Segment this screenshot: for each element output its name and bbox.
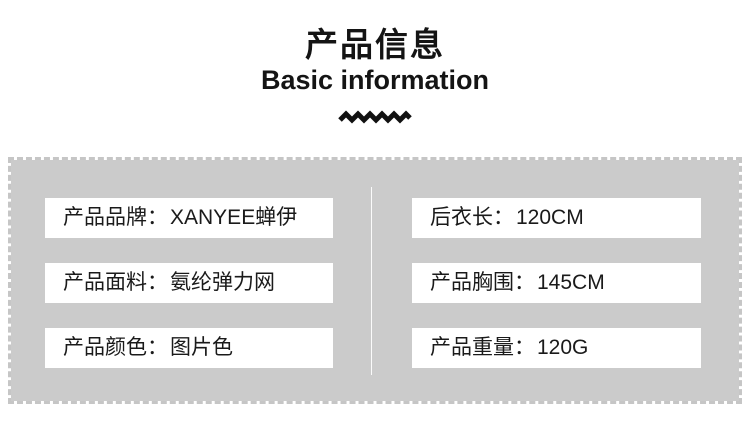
- spec-label: 产品品牌: [63, 206, 147, 229]
- spec-separator: ：: [493, 206, 514, 229]
- spec-value: 氨纶弹力网: [170, 271, 275, 294]
- spec-item-fabric: 产品面料：氨纶弹力网: [45, 263, 333, 303]
- spec-separator: ：: [147, 206, 168, 229]
- info-panel: 产品品牌：XANYEE蝉伊 产品面料：氨纶弹力网 产品颜色：图片色 后衣长：12…: [8, 157, 742, 404]
- spec-item-brand: 产品品牌：XANYEE蝉伊: [45, 198, 333, 238]
- spec-value: 图片色: [170, 336, 233, 359]
- spec-value: 145CM: [537, 271, 605, 294]
- spec-label: 产品颜色: [63, 336, 147, 359]
- spec-separator: ：: [147, 336, 168, 359]
- spec-separator: ：: [147, 271, 168, 294]
- spec-item-weight: 产品重量：120G: [412, 328, 701, 368]
- spec-separator: ：: [514, 336, 535, 359]
- spec-value: 120CM: [516, 206, 584, 229]
- spec-item-back-length: 后衣长：120CM: [412, 198, 701, 238]
- spec-item-chest: 产品胸围：145CM: [412, 263, 701, 303]
- spec-label: 产品重量: [430, 336, 514, 359]
- spec-item-color: 产品颜色：图片色: [45, 328, 333, 368]
- spec-separator: ：: [514, 271, 535, 294]
- spec-label: 产品面料: [63, 271, 147, 294]
- zigzag-divider-icon: [0, 110, 750, 124]
- spec-label: 后衣长: [430, 206, 493, 229]
- spec-value: XANYEE蝉伊: [170, 206, 298, 229]
- page-title-en: Basic information: [260, 65, 490, 95]
- column-divider: [371, 187, 372, 375]
- page-title-cn: 产品信息: [305, 26, 445, 63]
- spec-value: 120G: [537, 336, 589, 359]
- section-header: 产品信息 Basic information: [0, 0, 750, 124]
- spec-label: 产品胸围: [430, 271, 514, 294]
